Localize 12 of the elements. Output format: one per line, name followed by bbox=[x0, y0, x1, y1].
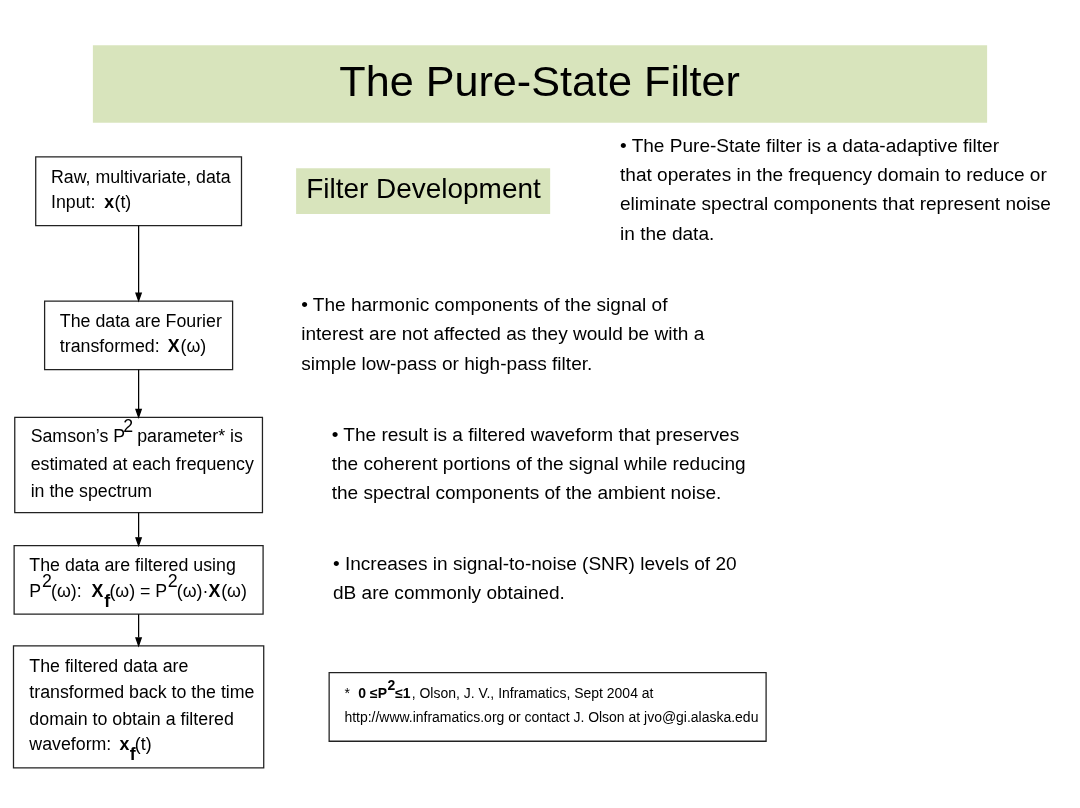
arrow bbox=[135, 512, 143, 548]
label: Filter Development bbox=[306, 173, 541, 205]
node-box: Raw, multivariate, data Input: x(t) bbox=[35, 156, 243, 227]
label: • Increases in signal-to-noise (SNR) levels of 20 dB are commonly obtained. bbox=[332, 552, 737, 603]
label: • The result is a filtered waveform that preserves the coherent portions of the signal while reducing the spectral components of the ambient noise. bbox=[331, 423, 746, 504]
node-box: The data are Fourier transformed: X(ω) bbox=[43, 300, 234, 371]
arrow bbox=[135, 369, 143, 419]
label: • The Pure-State filter is a data-adaptive filter that operates in the frequency domain to reduce or eliminate spectral components that represent noise in the data. bbox=[620, 134, 1051, 244]
arrow bbox=[135, 613, 143, 648]
arrow bbox=[135, 225, 143, 303]
label: • The harmonic components of the signal of interest are not affected as they would be with a simple low-pass or high-pass filter. bbox=[301, 294, 705, 374]
diagram-title: The Pure-State Filter bbox=[339, 56, 741, 105]
